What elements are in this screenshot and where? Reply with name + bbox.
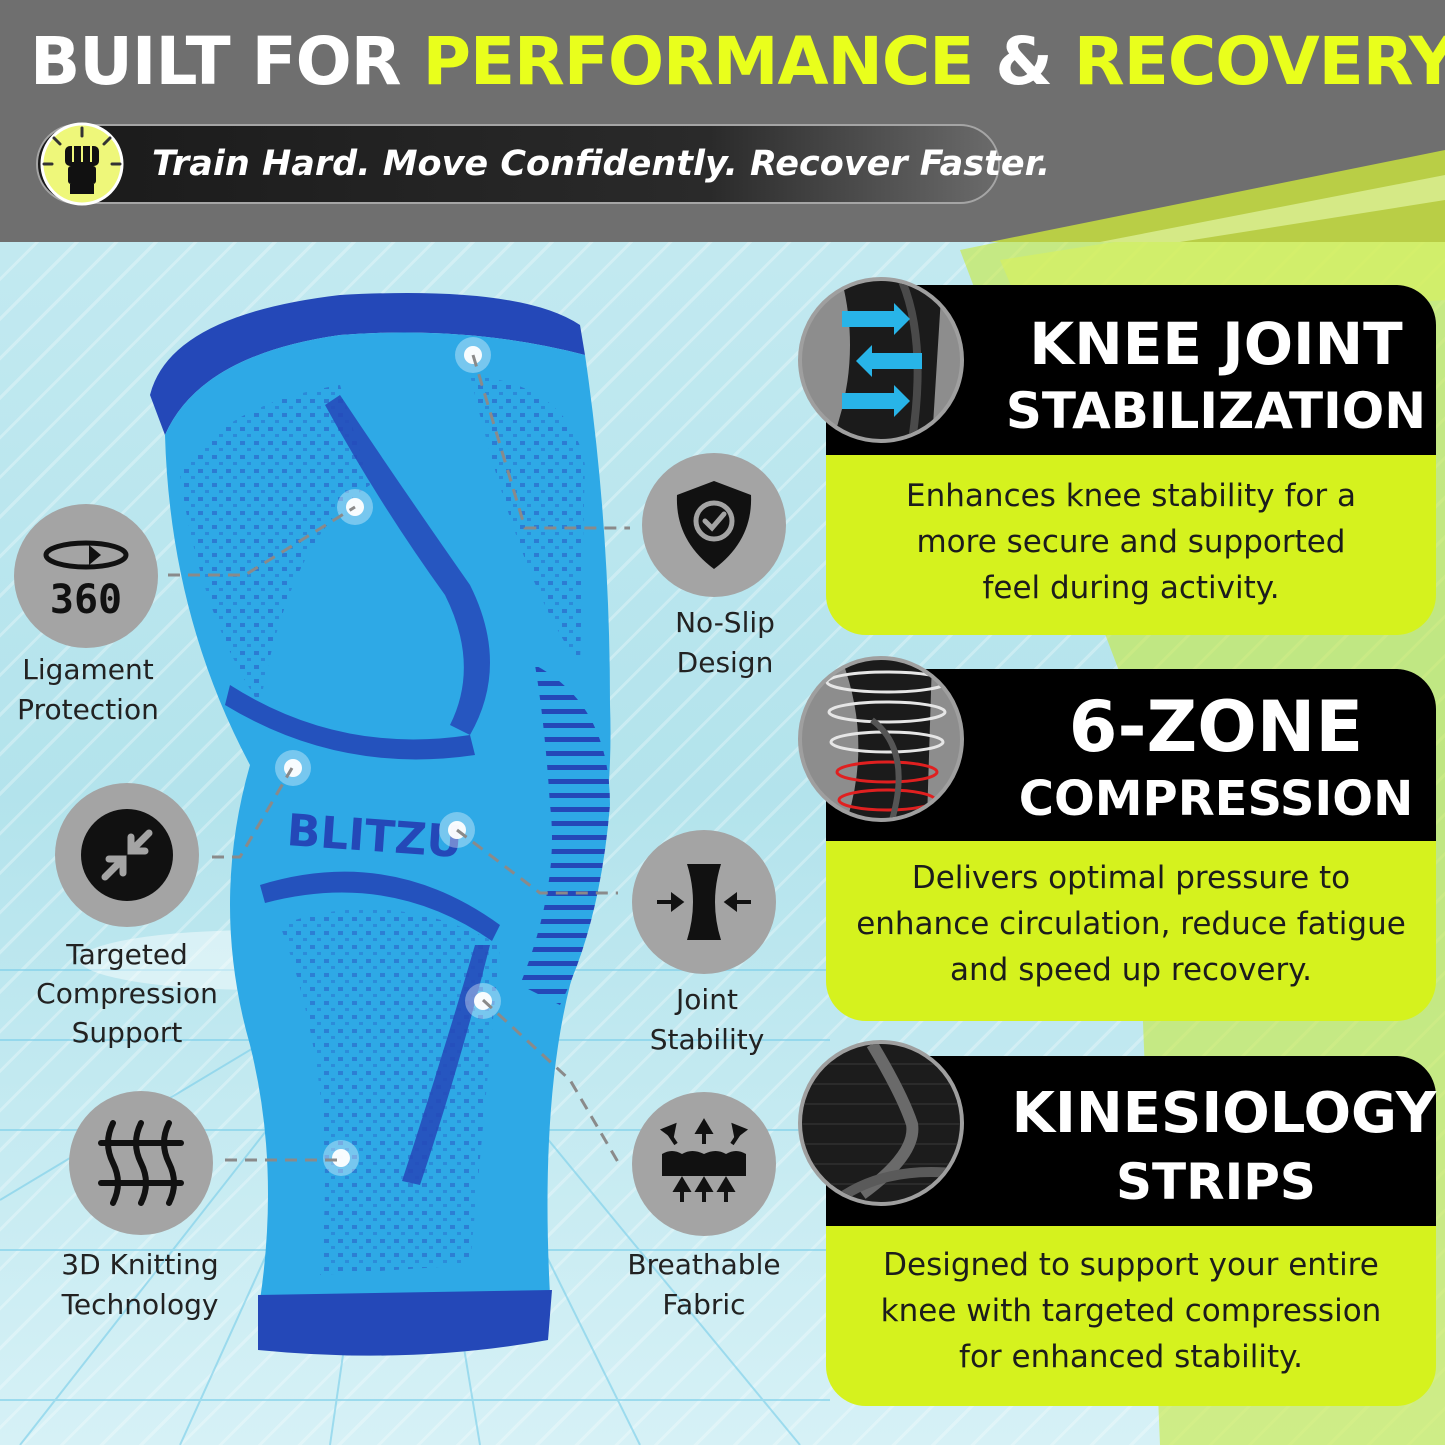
- knee-sleeve-image: BLITZU: [150, 293, 611, 1356]
- svg-text:360: 360: [50, 577, 122, 623]
- feature-breathable-label: Breathable Fabric: [627, 1248, 781, 1321]
- kinesiology-thumbnail: [798, 1040, 964, 1206]
- feature-ligament-protection-label: Ligament Protection: [17, 653, 159, 726]
- joint-stability-icon: [657, 864, 751, 940]
- feature-targeted-compression-label: Targeted Compression Support: [36, 938, 218, 1049]
- headline: BUILT FOR PERFORMANCE & RECOVERY: [30, 23, 1445, 100]
- feature-joint-stability-label: Joint Stability: [649, 983, 765, 1056]
- feature-breathable: [632, 1092, 776, 1236]
- stabilization-thumbnail: [798, 277, 964, 443]
- feature-no-slip: [642, 453, 786, 597]
- brand-logo: BLITZU: [285, 805, 464, 868]
- 360-rotation-icon: 360: [43, 540, 129, 623]
- card-description: Designed to support your entire knee wit…: [826, 1226, 1436, 1406]
- compress-arrows-icon: [81, 809, 173, 901]
- shield-check-icon: [676, 481, 752, 569]
- compression-thumbnail: [798, 656, 964, 822]
- feature-3d-knitting: [69, 1091, 213, 1235]
- card-description: Delivers optimal pressure to enhance cir…: [826, 841, 1436, 1021]
- card-6-zone-compression: 6-ZONE COMPRESSION Delivers optimal pres…: [826, 669, 1436, 1021]
- feature-no-slip-label: No-Slip Design: [675, 606, 775, 679]
- feature-ligament-protection-icon: 360: [14, 504, 158, 648]
- tagline: Train Hard. Move Confidently. Recover Fa…: [152, 144, 1051, 184]
- card-title: 6-ZONE: [1068, 686, 1364, 768]
- breathable-fabric-icon: [659, 1118, 749, 1202]
- feature-targeted-compression: [55, 783, 199, 927]
- card-subtitle: STABILIZATION: [1005, 382, 1427, 440]
- card-subtitle: STRIPS: [1116, 1153, 1316, 1211]
- knit-pattern-icon: [98, 1120, 184, 1206]
- card-description: Enhances knee stability for a more secur…: [826, 455, 1436, 635]
- feature-joint-stability: [632, 830, 776, 974]
- fist-icon: [40, 122, 124, 206]
- card-subtitle: COMPRESSION: [1018, 771, 1414, 827]
- feature-3d-knitting-label: 3D Knitting Technology: [61, 1248, 219, 1321]
- tagline-bar: [36, 124, 1000, 204]
- card-kinesiology-strips: KINESIOLOGY STRIPS Designed to support y…: [826, 1056, 1436, 1406]
- card-title: KINESIOLOGY: [1011, 1081, 1437, 1146]
- card-title: KNEE JOINT: [1029, 310, 1403, 378]
